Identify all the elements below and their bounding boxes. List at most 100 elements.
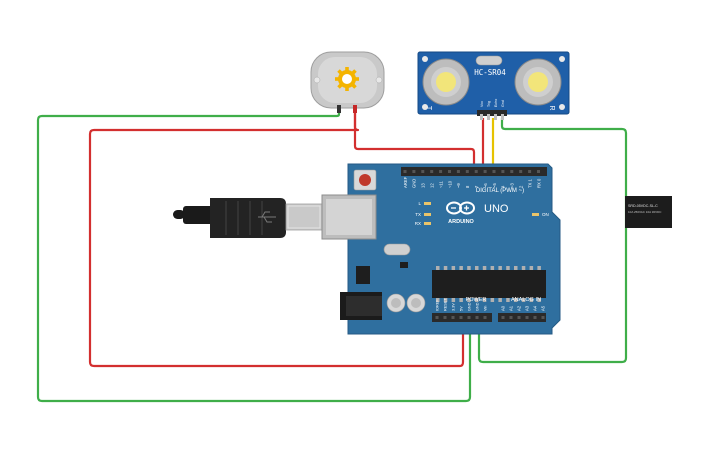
- power-pin-hole[interactable]: [467, 316, 471, 319]
- relay-module[interactable]: SRD-05VDC-SL-C 10A 250VAC 10A 30VDC: [625, 196, 672, 228]
- digital-pin-hole[interactable]: [492, 170, 496, 173]
- sensor-pin-4[interactable]: [501, 114, 504, 120]
- gear-icon: [335, 67, 359, 91]
- digital-pin-hole[interactable]: [519, 170, 523, 173]
- digital-pin-hole[interactable]: [430, 170, 434, 173]
- on-led-label: ON: [542, 212, 549, 217]
- motor-terminal-left[interactable]: [337, 105, 341, 113]
- digital-pin-hole[interactable]: [439, 170, 443, 173]
- power-label: POWER: [466, 297, 487, 303]
- analog-pin-hole[interactable]: [525, 316, 529, 319]
- analog-header[interactable]: [498, 313, 546, 322]
- analog-pin-label: A4: [533, 305, 538, 311]
- digital-pin-label: ~3: [510, 183, 515, 188]
- wire-motor-to-gnd[interactable]: [36, 111, 472, 403]
- motor-terminal-right[interactable]: [353, 105, 357, 113]
- digital-pin-label: 4: [501, 185, 506, 188]
- usb-cable[interactable]: [173, 198, 323, 238]
- led-label: L: [418, 201, 421, 206]
- analog-pin-hole[interactable]: [517, 316, 521, 319]
- analog-pin-hole[interactable]: [541, 316, 545, 319]
- power-pin-label: Vin: [484, 306, 488, 311]
- digital-pin-label: TX 1: [527, 178, 532, 188]
- power-pin-hole[interactable]: [451, 316, 455, 319]
- digital-pin-holes: [403, 170, 540, 173]
- bottom-pin-holes: [435, 316, 545, 319]
- sensor-pin-1[interactable]: [480, 114, 483, 120]
- digital-pin-hole[interactable]: [501, 170, 505, 173]
- sensor-pin-label: Vcc: [480, 101, 484, 107]
- wire-5v-to-sensor[interactable]: [353, 112, 476, 172]
- sensor-pin-2[interactable]: [487, 114, 490, 120]
- digital-pin-hole[interactable]: [421, 170, 425, 173]
- led-label: RX: [415, 221, 421, 226]
- arduino-model: UNO: [484, 203, 509, 215]
- atmega-chip: [432, 270, 546, 298]
- wires: [36, 111, 628, 403]
- usb-cable-end: [173, 210, 185, 219]
- digital-pin-label: GND: [412, 179, 417, 188]
- analog-pin-label: A2: [517, 305, 522, 311]
- analog-label: ANALOG IN: [511, 297, 541, 303]
- usb-strain-relief: [183, 206, 213, 224]
- digital-pin-hole[interactable]: [465, 170, 469, 173]
- digital-pin-hole[interactable]: [448, 170, 451, 173]
- digital-pin-hole[interactable]: [456, 170, 460, 173]
- power-pin-hole[interactable]: [459, 316, 463, 319]
- digital-pin-hole[interactable]: [403, 170, 407, 173]
- sensor-marker-r: R: [548, 105, 555, 110]
- power-pin-hole[interactable]: [483, 316, 487, 319]
- wire-motor-to-pin[interactable]: [88, 111, 465, 368]
- digital-header[interactable]: [401, 167, 547, 176]
- analog-pin-hole[interactable]: [509, 316, 513, 319]
- wire-sensor-gnd[interactable]: [477, 118, 628, 364]
- power-pin-label: 3.3V: [452, 303, 456, 311]
- digital-pin-label: ~9: [456, 183, 461, 188]
- power-pin-label: RESET: [444, 298, 448, 311]
- usb-metal-connector: [285, 203, 323, 231]
- digital-pin-hole[interactable]: [412, 170, 416, 173]
- digital-pin-hole[interactable]: [528, 170, 532, 173]
- digital-pin-label: ~6: [483, 183, 488, 188]
- board-crystal: [383, 243, 411, 256]
- voltage-regulator: [356, 266, 370, 284]
- digital-pin-label: 7: [474, 185, 479, 188]
- power-pin-label: IOREF: [436, 299, 440, 311]
- motor-screw-left: [313, 76, 321, 84]
- sensor-pin-label: Gnd: [501, 100, 505, 107]
- digital-pin-hole[interactable]: [474, 170, 478, 173]
- relay-text-line2: 10A 250VAC 10A 30VDC: [628, 210, 662, 214]
- analog-pin-hole[interactable]: [501, 316, 505, 319]
- digital-pin-hole[interactable]: [483, 170, 487, 173]
- motor-screw-right: [375, 76, 383, 84]
- analog-pin-hole[interactable]: [533, 316, 537, 319]
- power-pin-hole[interactable]: [475, 316, 479, 319]
- sensor-marker-t: T: [425, 106, 432, 111]
- power-pin-hole[interactable]: [443, 316, 447, 319]
- transducer-right: [514, 58, 562, 106]
- capacitors: [386, 293, 426, 313]
- dc-motor[interactable]: [310, 51, 385, 113]
- arduino-brand: ARDUINO: [448, 219, 474, 225]
- digital-pin-label: AREF: [403, 176, 408, 188]
- usb-icon: [258, 211, 276, 223]
- analog-pin-label: A5: [541, 305, 546, 311]
- sensor-model: HC-SR04: [474, 68, 506, 77]
- analog-pin-label: A3: [525, 305, 530, 311]
- digital-pin-hole[interactable]: [537, 170, 540, 173]
- digital-pin-label: ~11: [438, 181, 443, 188]
- digital-pin-label: RX 0: [536, 178, 541, 188]
- relay-body: [625, 196, 672, 228]
- digital-label: DIGITAL (PWM ~): [476, 188, 524, 194]
- sensor-pin-3[interactable]: [494, 114, 497, 120]
- digital-pin-hole[interactable]: [510, 170, 514, 173]
- power-pin-hole[interactable]: [435, 316, 439, 319]
- sensor-crystal: [475, 55, 503, 66]
- power-pin-label: 5V: [460, 306, 464, 311]
